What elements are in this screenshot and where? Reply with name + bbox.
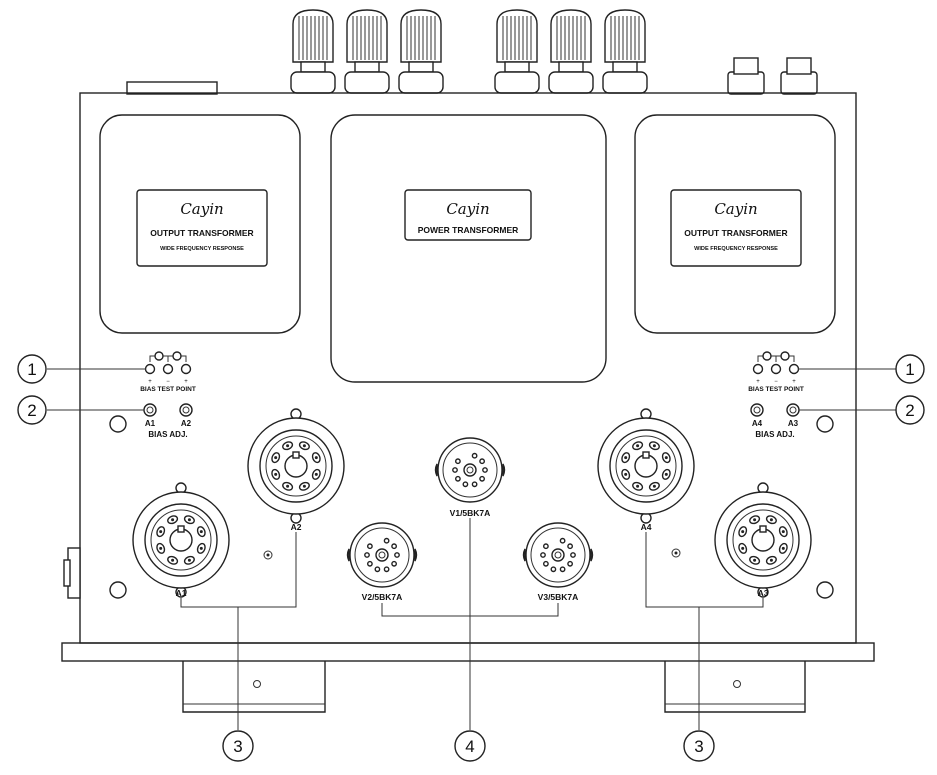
bias-test-point-label-left: BIAS TEST POINT <box>140 386 196 393</box>
svg-text:3: 3 <box>233 737 242 756</box>
octal-socket <box>714 482 812 598</box>
tube-label-a3: A3 <box>758 588 769 598</box>
brand-logo-right: Cayin <box>714 200 757 218</box>
octal-socket <box>247 408 345 524</box>
callout-1-right: 1 <box>895 354 925 384</box>
svg-text:+: + <box>756 379 760 385</box>
callout-3-left: 3 <box>222 730 254 762</box>
bias-adj-a2-label: A2 <box>181 419 192 428</box>
svg-text:2: 2 <box>27 401 36 420</box>
tube-label-a2: A2 <box>291 522 302 532</box>
right-transformer-plate <box>670 189 802 267</box>
binding-post <box>494 9 540 94</box>
noval-socket <box>522 522 594 588</box>
bias-adjusters-left: A1 A2 BIAS ADJ. <box>143 403 193 439</box>
svg-text:+: + <box>184 379 188 385</box>
bias-adj-a4-label: A4 <box>752 419 763 428</box>
svg-text:1: 1 <box>27 360 36 379</box>
svg-text:−: − <box>774 379 778 385</box>
right-output-transformer <box>634 114 836 334</box>
tube-label-a4: A4 <box>641 522 652 532</box>
bias-adj-a3-label: A3 <box>788 419 799 428</box>
power-transformer <box>330 114 607 383</box>
svg-text:+: + <box>148 379 152 385</box>
power-tube-sockets <box>132 408 812 598</box>
preamp-tube-sockets <box>346 437 594 588</box>
left-output-transformer <box>99 114 301 334</box>
center-transformer-plate <box>404 189 532 241</box>
bias-adj-label-right: BIAS ADJ. <box>755 430 794 439</box>
bias-adj-label-left: BIAS ADJ. <box>148 430 187 439</box>
rear-panel-fitting <box>126 81 218 95</box>
binding-post <box>548 9 594 94</box>
tube-label-v1: V1/5BK7A <box>450 508 491 518</box>
binding-post <box>602 9 648 94</box>
octal-socket <box>132 482 230 598</box>
callout-leaders <box>47 368 896 730</box>
noval-socket <box>434 437 506 503</box>
callout-4: 4 <box>454 730 486 762</box>
svg-text:2: 2 <box>905 401 914 420</box>
tube-label-v3: V3/5BK7A <box>538 592 579 602</box>
front-feet <box>182 661 806 713</box>
right-transformer-title: OUTPUT TRANSFORMER <box>684 228 787 238</box>
brand-logo-center: Cayin <box>446 200 489 218</box>
right-transformer-subtitle: WIDE FREQUENCY RESPONSE <box>694 246 778 252</box>
bias-adj-a1-label: A1 <box>145 419 156 428</box>
binding-post <box>398 9 444 94</box>
bias-test-point-label-right: BIAS TEST POINT <box>748 386 804 393</box>
callout-3-right: 3 <box>683 730 715 762</box>
octal-socket <box>597 408 695 524</box>
callout-2-left: 2 <box>17 395 47 425</box>
tube-label-v2: V2/5BK7A <box>362 592 403 602</box>
left-transformer-subtitle: WIDE FREQUENCY RESPONSE <box>160 246 244 252</box>
binding-post <box>344 9 390 94</box>
center-transformer-title: POWER TRANSFORMER <box>418 225 519 235</box>
left-transformer-title: OUTPUT TRANSFORMER <box>150 228 253 238</box>
svg-text:1: 1 <box>905 360 914 379</box>
front-panel <box>61 642 875 662</box>
binding-posts <box>290 9 648 94</box>
callout-2-right: 2 <box>895 395 925 425</box>
bias-test-point-right: + − + BIAS TEST POINT <box>748 351 804 393</box>
binding-post <box>290 9 336 94</box>
callout-1-left: 1 <box>17 354 47 384</box>
svg-text:4: 4 <box>465 737 474 756</box>
left-transformer-plate <box>136 189 268 267</box>
svg-text:3: 3 <box>694 737 703 756</box>
mounting-holes <box>109 415 834 599</box>
svg-text:−: − <box>166 379 170 385</box>
bias-test-point-left: + − + BIAS TEST POINT <box>140 351 196 393</box>
input-jacks <box>727 57 818 95</box>
bias-adjusters-right: A4 A3 BIAS ADJ. <box>750 403 800 439</box>
noval-socket <box>346 522 418 588</box>
tube-label-a1: A1 <box>176 588 187 598</box>
svg-text:+: + <box>792 379 796 385</box>
brand-logo-left: Cayin <box>180 200 223 218</box>
